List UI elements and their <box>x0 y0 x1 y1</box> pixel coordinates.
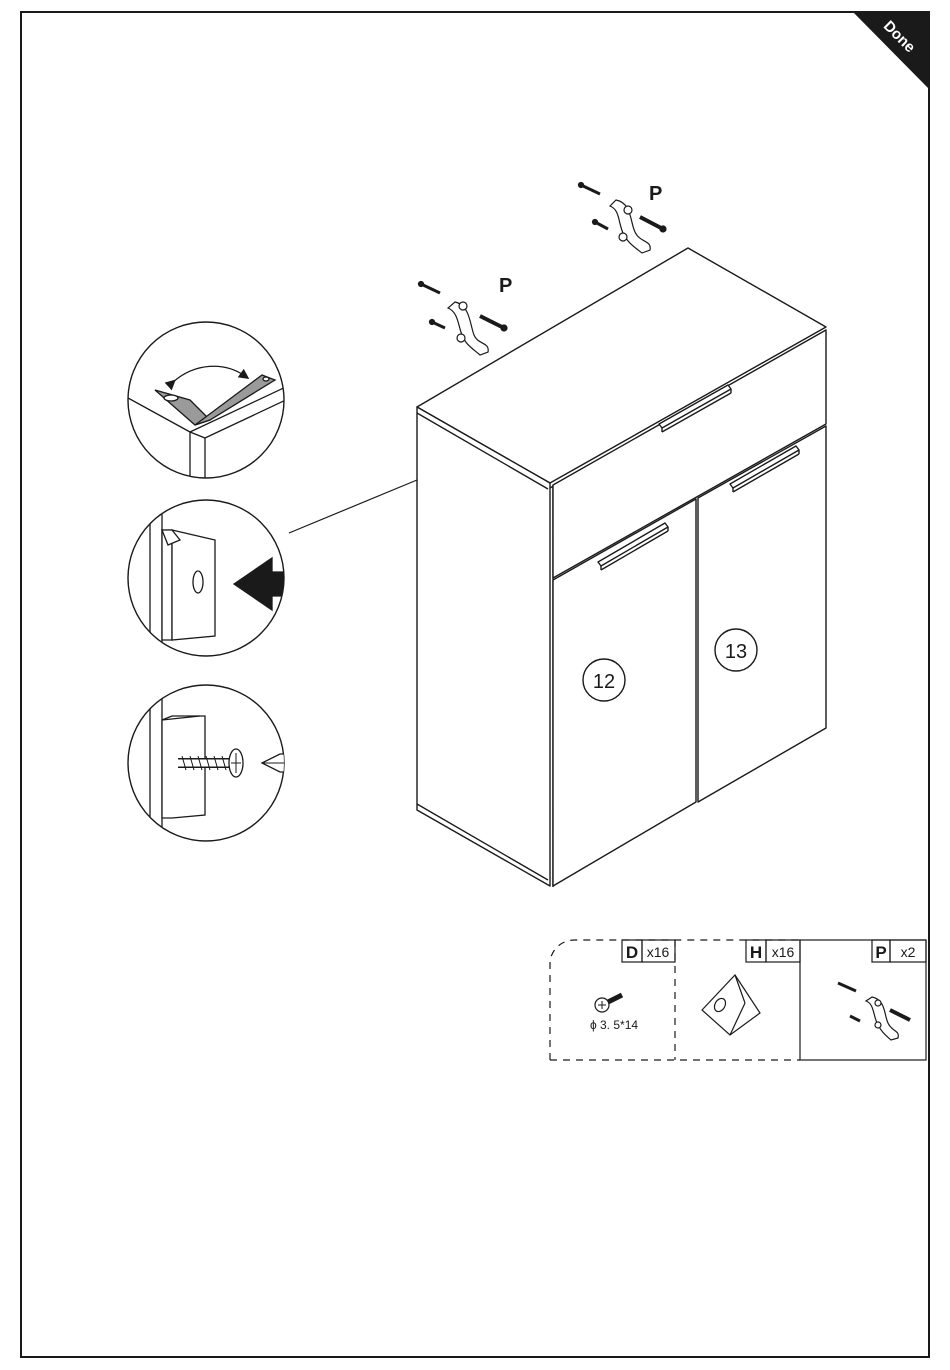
detail-circle-corner-block <box>128 500 320 660</box>
fitting-group-left <box>419 282 508 356</box>
part-p-qty: x2 <box>901 944 916 960</box>
screw-icon <box>480 316 507 331</box>
rotate-icon <box>310 742 325 792</box>
corner-block-icon <box>702 975 760 1035</box>
screw-icon <box>430 320 446 329</box>
part-d-qty: x16 <box>647 944 670 960</box>
detail-circle-bracket <box>128 322 290 480</box>
part-d-spec: ϕ 3. 5*14 <box>590 1018 638 1032</box>
fitting-label-right: P <box>649 183 662 205</box>
door-right-number: 13 <box>725 641 747 663</box>
screw-icon <box>640 217 666 232</box>
screw-icon <box>579 183 601 195</box>
part-h-qty: x16 <box>772 944 795 960</box>
done-badge: Done <box>852 11 928 88</box>
screw-icon <box>593 220 609 230</box>
s-bracket-icon <box>838 983 910 1040</box>
parts-table <box>550 940 926 1060</box>
fitting-label-left: P <box>499 275 512 297</box>
part-d-letter: D <box>626 943 638 962</box>
door-left-number: 12 <box>593 671 615 693</box>
screw-icon <box>419 282 441 294</box>
part-p-letter: P <box>875 943 886 962</box>
detail-leader-line <box>289 480 417 533</box>
s-bracket-icon <box>448 302 488 355</box>
screw-icon <box>595 995 622 1012</box>
part-h-letter: H <box>750 943 762 962</box>
detail-circle-screwdriver <box>128 685 370 845</box>
